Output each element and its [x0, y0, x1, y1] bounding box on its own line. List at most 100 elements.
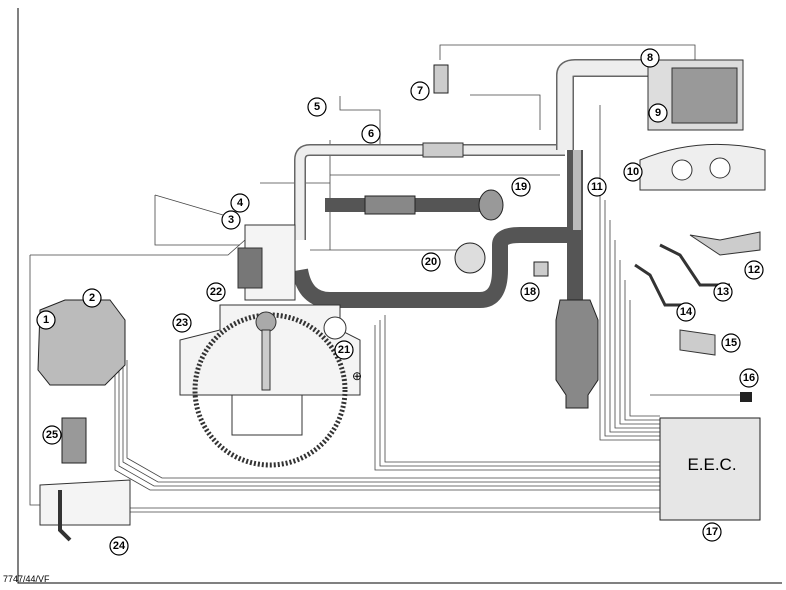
instrument-cluster — [639, 143, 766, 191]
callout-15: 15 — [721, 333, 741, 353]
callout-4: 4 — [230, 193, 250, 213]
callout-circle — [744, 260, 764, 280]
callout-12: 12 — [744, 260, 764, 280]
callout-number: 18 — [524, 286, 536, 298]
egr-valve — [478, 189, 504, 221]
exhaust-pipe — [292, 150, 583, 308]
callout-16: 16 — [739, 368, 759, 388]
vacuum-reservoir — [454, 242, 486, 274]
callout-number: 13 — [717, 286, 729, 298]
callout-circle — [640, 48, 660, 68]
callout-2: 2 — [82, 288, 102, 308]
callout-23: 23 — [172, 313, 192, 333]
fuel-filter — [61, 417, 87, 464]
callout-circle — [109, 536, 129, 556]
callout-circle — [410, 81, 430, 101]
callout-6: 6 — [361, 124, 381, 144]
plus-sign: ⊕ — [352, 369, 362, 383]
callout-number: 6 — [368, 128, 374, 140]
callout-circle — [713, 282, 733, 302]
callout-8: 8 — [640, 48, 660, 68]
callout-22: 22 — [206, 282, 226, 302]
callout-circle — [42, 425, 62, 445]
callout-circle — [702, 522, 722, 542]
callout-number: 2 — [89, 292, 95, 304]
brake-pedal — [659, 243, 730, 287]
callout-number: 25 — [46, 429, 58, 441]
callout-17: 17 — [702, 522, 722, 542]
callout-number: 3 — [228, 214, 234, 226]
callout-circle — [36, 310, 56, 330]
callout-number: 15 — [725, 337, 737, 349]
callout-number: 23 — [176, 317, 188, 329]
callout-circle — [221, 210, 241, 230]
callout-number: 4 — [237, 197, 244, 209]
diagnostic-connector — [740, 392, 752, 402]
callout-number: 16 — [743, 372, 755, 384]
callout-number: 19 — [515, 181, 527, 193]
wiring-harness — [29, 44, 740, 513]
callout-14: 14 — [676, 302, 696, 322]
callout-number: 5 — [314, 101, 320, 113]
callout-circle — [172, 313, 192, 333]
callout-19: 19 — [511, 177, 531, 197]
callout-21: 21 — [334, 340, 354, 360]
callout-number: 9 — [655, 107, 661, 119]
callout-25: 25 — [42, 425, 62, 445]
callout-circle — [739, 368, 759, 388]
callout-circle — [623, 162, 643, 182]
callout-number: 1 — [43, 314, 49, 326]
callout-circle — [206, 282, 226, 302]
injection-pump — [37, 299, 126, 386]
callout-number: 8 — [647, 52, 653, 64]
callout-circle — [511, 177, 531, 197]
callout-circle — [361, 124, 381, 144]
callout-9: 9 — [648, 103, 668, 123]
catalytic-converter — [555, 299, 599, 409]
callout-number: 24 — [113, 540, 126, 552]
callout-number: 12 — [748, 264, 760, 276]
callout-number: 17 — [706, 526, 718, 538]
callout-circle — [230, 193, 250, 213]
callout-1: 1 — [36, 310, 56, 330]
callout-5: 5 — [307, 97, 327, 117]
callout-circle — [520, 282, 540, 302]
callout-10: 10 — [623, 162, 643, 182]
bracket-switch — [679, 329, 716, 356]
callout-circle — [307, 97, 327, 117]
reference-code: 7747/44/VF — [3, 574, 50, 584]
engine-block — [179, 224, 361, 468]
eec-module — [659, 417, 761, 521]
crank-pulley — [323, 316, 347, 340]
callout-number: 20 — [425, 256, 437, 268]
callout-11: 11 — [587, 177, 607, 197]
callout-3: 3 — [221, 210, 241, 230]
egr-solenoid — [533, 261, 549, 277]
callout-circle — [587, 177, 607, 197]
vacuum-regulator — [433, 64, 449, 94]
callout-18: 18 — [520, 282, 540, 302]
callout-circle — [721, 333, 741, 353]
intake-duct — [294, 59, 648, 240]
callout-number: 14 — [680, 306, 693, 318]
callout-circle — [676, 302, 696, 322]
callout-circle — [421, 252, 441, 272]
callout-number: 21 — [338, 344, 350, 356]
callout-number: 11 — [591, 181, 603, 193]
callout-7: 7 — [410, 81, 430, 101]
frame — [17, 8, 782, 584]
callout-circle — [648, 103, 668, 123]
callout-number: 22 — [210, 286, 222, 298]
callout-13: 13 — [713, 282, 733, 302]
egr-cooler — [364, 195, 416, 215]
callout-circle — [334, 340, 354, 360]
callout-circle — [82, 288, 102, 308]
callout-number: 10 — [627, 166, 639, 178]
accelerator-pedal — [689, 231, 761, 256]
callout-number: 7 — [417, 85, 423, 97]
callout-24: 24 — [109, 536, 129, 556]
eec-label: E.E.C. — [687, 455, 736, 474]
clutch-pedal — [634, 263, 690, 307]
